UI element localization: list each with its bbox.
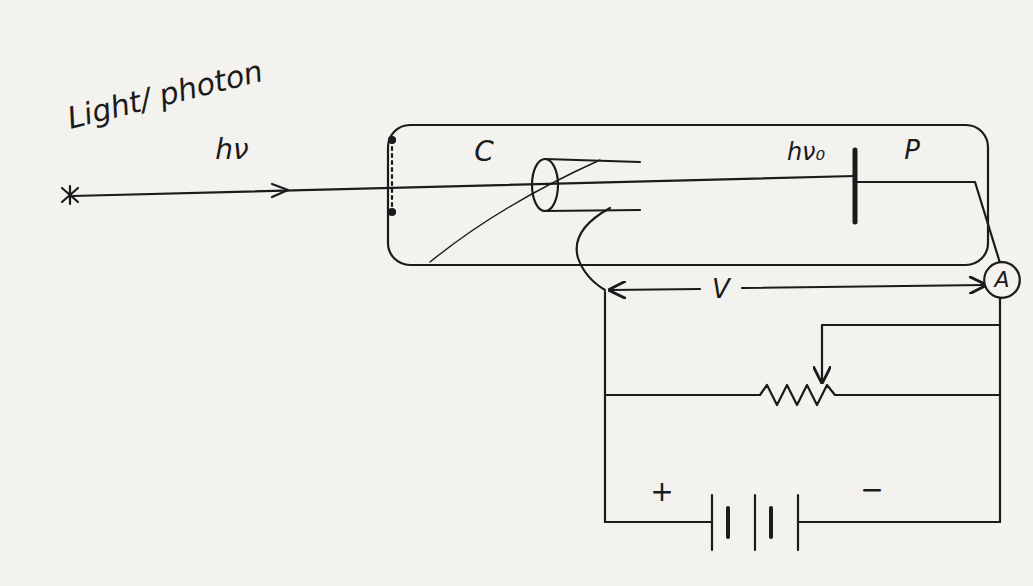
photon-energy: hν	[215, 136, 248, 164]
negative-terminal: −	[860, 476, 883, 504]
threshold-label: hν₀	[787, 140, 825, 164]
light-label: Light/ photon	[64, 56, 265, 134]
ray-arrow	[272, 184, 288, 197]
voltage-arrow	[610, 289, 700, 290]
rheostat-symbol	[605, 385, 1000, 405]
cathode-label: C	[474, 138, 494, 166]
light-ray	[72, 176, 855, 196]
electron-path	[430, 160, 600, 262]
positive-terminal: +	[650, 478, 673, 506]
anode-wire	[855, 182, 1000, 263]
sliding-contact	[822, 325, 1000, 382]
anode-plate	[853, 150, 858, 222]
wire	[999, 298, 1001, 522]
cathode-wire	[577, 208, 610, 290]
wire	[604, 292, 606, 522]
voltage-label: V	[712, 276, 730, 302]
voltage-arrow	[742, 285, 985, 288]
tube-window	[389, 137, 395, 215]
plate-label: P	[904, 137, 920, 163]
vacuum-tube	[388, 125, 988, 265]
meter-letter: A	[983, 269, 1021, 291]
ammeter: A	[983, 261, 1021, 299]
